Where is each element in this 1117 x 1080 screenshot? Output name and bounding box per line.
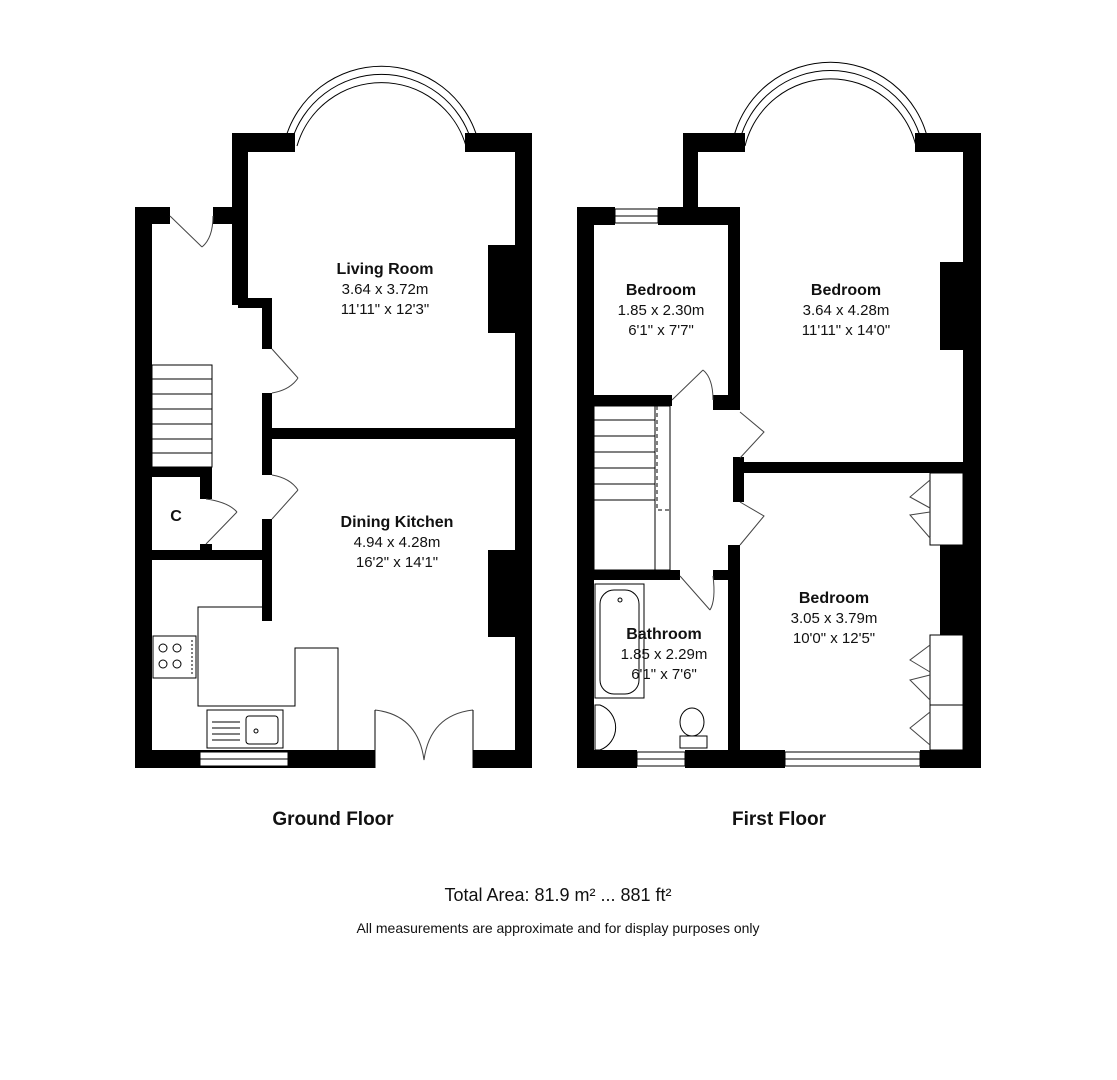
total-area: Total Area: 81.9 m² ... 881 ft²: [444, 885, 672, 905]
ground-floor-plan: [135, 133, 532, 768]
wall: [232, 133, 295, 152]
first-floor-fixtures: [593, 61, 964, 767]
cupboard-door-swing: [205, 498, 238, 545]
room-name: Bathroom: [626, 626, 702, 643]
wall: [262, 393, 272, 475]
first-floor-title: First Floor: [732, 809, 826, 830]
wall: [713, 395, 740, 410]
wall: [685, 750, 785, 768]
room-imperial: 11'11" x 14'0": [801, 322, 891, 339]
room-imperial: 6'1" x 7'7": [628, 322, 694, 339]
bathroom-door-swing: [679, 575, 715, 611]
wall: [920, 750, 981, 768]
room-imperial: 11'11" x 12'3": [340, 301, 430, 318]
bath: [594, 583, 645, 699]
wall: [152, 467, 212, 477]
bedroom-door-swing: [739, 501, 765, 546]
basin: [594, 704, 617, 751]
wall: [713, 570, 733, 580]
room-label-bathroom: Bathroom 1.85 x 2.29m 6'1" x 7'6": [621, 625, 708, 685]
ground-floor-title: Ground Floor: [272, 809, 394, 830]
bay-window: [284, 65, 479, 147]
wall: [200, 544, 212, 552]
room-name: Dining Kitchen: [340, 514, 454, 531]
ground-floor-fixtures: [151, 65, 479, 768]
room-metric: 3.64 x 3.72m: [341, 281, 429, 298]
wall: [683, 133, 745, 152]
wall: [683, 133, 698, 225]
room-name: Living Room: [336, 261, 434, 278]
wall: [200, 477, 212, 499]
hob: [152, 635, 197, 679]
wall: [733, 457, 744, 502]
room-imperial: 6'1" x 7'6": [631, 666, 697, 683]
chimney-breast: [940, 545, 963, 635]
chimney-breast: [940, 262, 963, 350]
bedroom-door-swing: [671, 369, 714, 401]
room-imperial: 10'0" x 12'5": [792, 630, 876, 647]
room-metric: 3.64 x 4.28m: [802, 302, 890, 319]
wall: [594, 395, 672, 406]
room-metric: 4.94 x 4.28m: [353, 534, 441, 551]
wall: [740, 462, 963, 473]
french-doors: [374, 709, 474, 761]
room-label-dining-kitchen: Dining Kitchen 4.94 x 4.28m 16'2" x 14'1…: [341, 513, 454, 573]
wardrobes: [909, 472, 964, 751]
wall: [272, 428, 515, 439]
wall: [152, 550, 272, 560]
wall: [135, 207, 152, 768]
wall: [238, 298, 272, 308]
room-metric: 3.05 x 3.79m: [790, 610, 878, 627]
wall: [577, 750, 637, 768]
room-metric: 1.85 x 2.30m: [617, 302, 705, 319]
wall: [728, 545, 740, 750]
kitchen-counter: [197, 606, 339, 750]
room-name: Bedroom: [810, 282, 882, 299]
bedroom-door-swing: [739, 411, 765, 459]
wall: [594, 570, 680, 580]
wall: [515, 133, 532, 768]
room-metric: 1.85 x 2.29m: [620, 646, 708, 663]
room-label-bedroom-small: Bedroom 1.85 x 2.30m 6'1" x 7'7": [618, 281, 705, 341]
cupboard-label: C: [170, 508, 182, 525]
chimney-breast: [488, 245, 515, 333]
wall: [135, 207, 170, 224]
stairs: [593, 405, 672, 571]
room-label-bedroom-front: Bedroom 3.05 x 3.79m 10'0" x 12'5": [791, 589, 878, 649]
front-door-swing: [169, 215, 214, 248]
wall: [728, 207, 740, 410]
room-name: Bedroom: [625, 282, 697, 299]
room-name: Bedroom: [798, 590, 870, 607]
wall: [577, 207, 594, 768]
wall: [658, 207, 740, 225]
wall: [262, 519, 272, 621]
wall: [232, 133, 248, 305]
wall: [577, 207, 615, 225]
sink: [206, 709, 284, 749]
wall: [963, 133, 981, 768]
bay-window: [732, 61, 929, 147]
toilet: [679, 707, 708, 749]
room-label-living-room: Living Room 3.64 x 3.72m 11'11" x 12'3": [337, 260, 434, 320]
room-imperial: 16'2" x 14'1": [355, 554, 439, 571]
wall: [473, 750, 532, 768]
disclaimer: All measurements are approximate and for…: [356, 920, 760, 936]
first-floor-plan: [577, 133, 981, 768]
wall: [262, 298, 272, 349]
kitchen-door-swing: [271, 474, 299, 520]
living-door-swing: [271, 348, 299, 394]
chimney-breast: [488, 550, 515, 637]
stairs: [151, 364, 213, 468]
room-label-bedroom-rear: Bedroom 3.64 x 4.28m 11'11" x 14'0": [802, 281, 890, 341]
